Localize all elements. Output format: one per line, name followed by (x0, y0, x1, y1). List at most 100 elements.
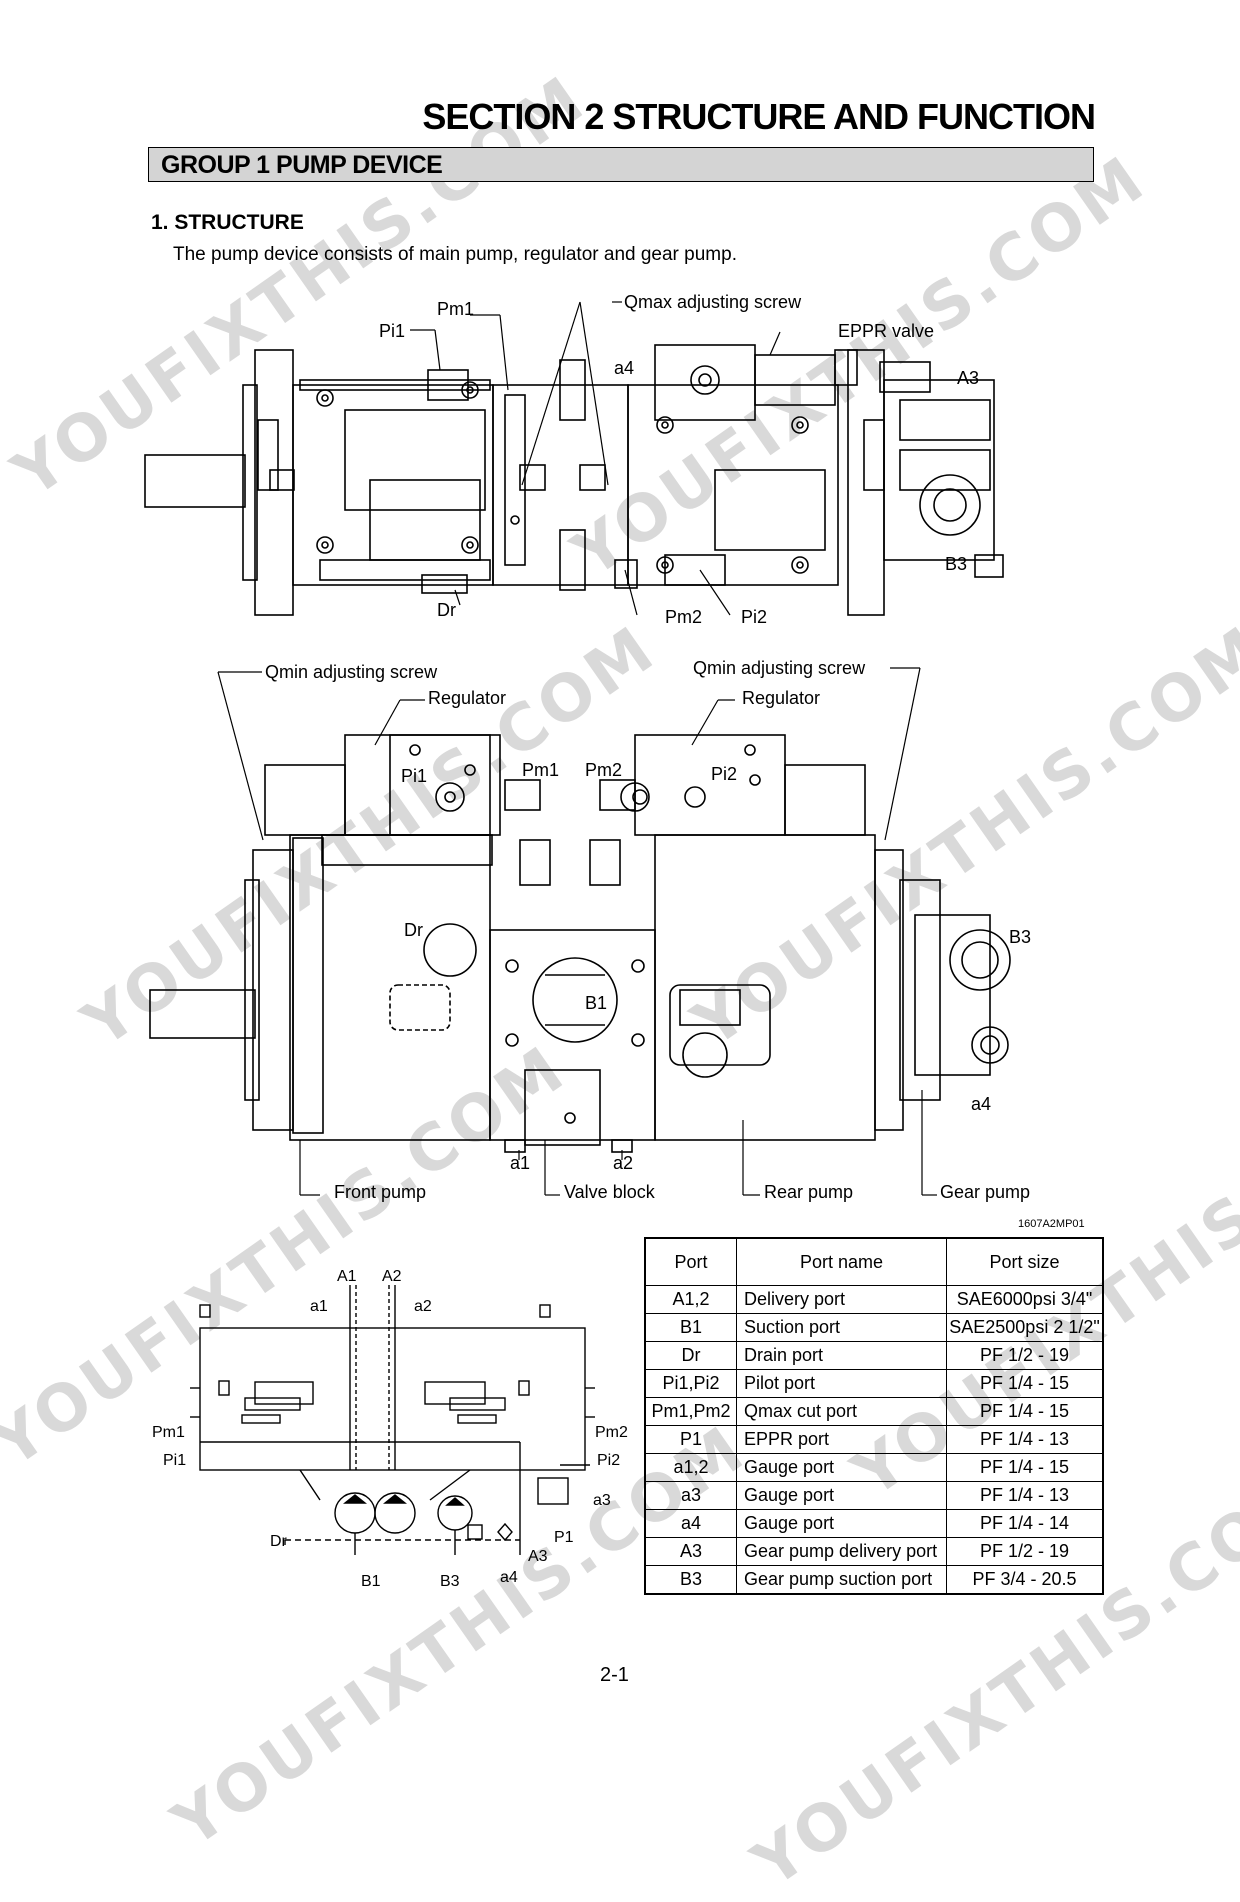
port-cell: Pm1,Pm2 (644, 1397, 737, 1426)
port-name-cell: Gear pump delivery port (736, 1537, 947, 1566)
port-cell: a3 (644, 1481, 737, 1510)
port-size-cell: PF 3/4 - 20.5 (946, 1565, 1104, 1595)
structure-heading: 1. STRUCTURE (151, 211, 304, 234)
top-label-pi2: Pi2 (741, 607, 768, 627)
port-name-cell: Gauge port (736, 1509, 947, 1538)
group-header-bar: GROUP 1 PUMP DEVICE (148, 147, 1094, 182)
front-label-a1: a1 (510, 1153, 531, 1173)
top-label-a3: A3 (957, 368, 980, 388)
front-label-qmin-right: Qmin adjusting screw (693, 658, 866, 678)
hyd-label-a3: a3 (593, 1492, 611, 1509)
front-label-a2: a2 (613, 1153, 634, 1173)
port-cell: a4 (644, 1509, 737, 1538)
top-label-pm2: Pm2 (665, 607, 703, 627)
hyd-label-A1: A1 (337, 1268, 357, 1285)
port-table-header-row: Port Port name Port size (644, 1237, 1104, 1286)
structure-description: The pump device consists of main pump, r… (173, 244, 737, 265)
port-cell: A3 (644, 1537, 737, 1566)
port-name-cell: Gear pump suction port (736, 1565, 947, 1595)
front-label-b3: B3 (1009, 927, 1032, 947)
hyd-label-P1: P1 (554, 1529, 574, 1546)
port-name-cell: EPPR port (736, 1425, 947, 1454)
hyd-label-a1: a1 (310, 1298, 328, 1315)
front-label-regulator-right: Regulator (742, 688, 821, 708)
top-label-pm1: Pm1 (437, 299, 475, 319)
front-label-pm2: Pm2 (585, 760, 623, 780)
port-size-cell: PF 1/4 - 15 (946, 1369, 1104, 1398)
figure-code: 1607A2MP01 (1018, 1218, 1085, 1230)
port-size-cell: PF 1/2 - 19 (946, 1537, 1104, 1566)
front-label-pi2: Pi2 (711, 764, 738, 784)
port-cell: B1 (644, 1313, 737, 1342)
port-name-cell: Pilot port (736, 1369, 947, 1398)
port-size-cell: PF 1/4 - 15 (946, 1453, 1104, 1482)
port-name-cell: Gauge port (736, 1453, 947, 1482)
hyd-label-a2: a2 (414, 1298, 432, 1315)
front-label-rear-pump: Rear pump (764, 1182, 854, 1202)
port-size-cell: SAE6000psi 3/4" (946, 1285, 1104, 1314)
hyd-label-A3: A3 (528, 1548, 548, 1565)
port-name-cell: Suction port (736, 1313, 947, 1342)
top-label-dr: Dr (437, 600, 456, 620)
hyd-label-B1: B1 (361, 1573, 381, 1590)
top-label-qmax: Qmax adjusting screw (624, 292, 802, 312)
top-label-b3: B3 (945, 554, 968, 574)
hyd-label-Pi1: Pi1 (163, 1452, 187, 1469)
hyd-label-Pm2: Pm2 (595, 1424, 628, 1441)
front-label-dr: Dr (404, 920, 423, 940)
front-label-qmin-left: Qmin adjusting screw (265, 662, 438, 682)
port-name-cell: Delivery port (736, 1285, 947, 1314)
front-label-regulator-left: Regulator (428, 688, 507, 708)
front-label-front-pump: Front pump (334, 1182, 427, 1202)
port-cell: B3 (644, 1565, 737, 1595)
top-label-pi1: Pi1 (379, 321, 406, 341)
port-size-cell: PF 1/4 - 14 (946, 1509, 1104, 1538)
hyd-label-B3: B3 (440, 1573, 460, 1590)
front-label-pm1: Pm1 (522, 760, 560, 780)
hyd-label-Pi2: Pi2 (597, 1452, 621, 1469)
group-title: GROUP 1 PUMP DEVICE (161, 151, 443, 179)
front-label-valve-block: Valve block (564, 1182, 655, 1202)
port-size-cell: PF 1/4 - 13 (946, 1481, 1104, 1510)
port-cell: Dr (644, 1341, 737, 1370)
port-name-cell: Drain port (736, 1341, 947, 1370)
front-label-gear-pump: Gear pump (940, 1182, 1031, 1202)
pump-top-view-drawing (144, 301, 1011, 1555)
port-cell: A1,2 (644, 1285, 737, 1314)
port-name-cell: Qmax cut port (736, 1397, 947, 1426)
port-table-header: Port (644, 1237, 737, 1286)
front-label-pi1: Pi1 (401, 766, 428, 786)
front-label-b1: B1 (585, 993, 608, 1013)
hyd-label-a4: a4 (500, 1569, 518, 1586)
port-size-cell: PF 1/4 - 15 (946, 1397, 1104, 1426)
hyd-label-Pm1: Pm1 (152, 1424, 185, 1441)
hyd-label-Dr: Dr (270, 1533, 287, 1550)
port-name-cell: Gauge port (736, 1481, 947, 1510)
port-cell: P1 (644, 1425, 737, 1454)
port-size-cell: SAE2500psi 2 1/2" (946, 1313, 1104, 1342)
top-label-eppr: EPPR valve (838, 321, 935, 341)
port-size-cell: PF 1/2 - 19 (946, 1341, 1104, 1370)
port-size-cell: PF 1/4 - 13 (946, 1425, 1104, 1454)
top-label-a4: a4 (614, 358, 635, 378)
port-cell: a1,2 (644, 1453, 737, 1482)
port-table-header: Port size (946, 1237, 1104, 1286)
page-number: 2-1 (600, 1664, 629, 1686)
port-cell: Pi1,Pi2 (644, 1369, 737, 1398)
section-title: SECTION 2 STRUCTURE AND FUNCTION (422, 96, 1096, 137)
port-table-header: Port name (736, 1237, 947, 1286)
front-label-a4: a4 (971, 1094, 992, 1114)
hyd-label-A2: A2 (382, 1268, 402, 1285)
